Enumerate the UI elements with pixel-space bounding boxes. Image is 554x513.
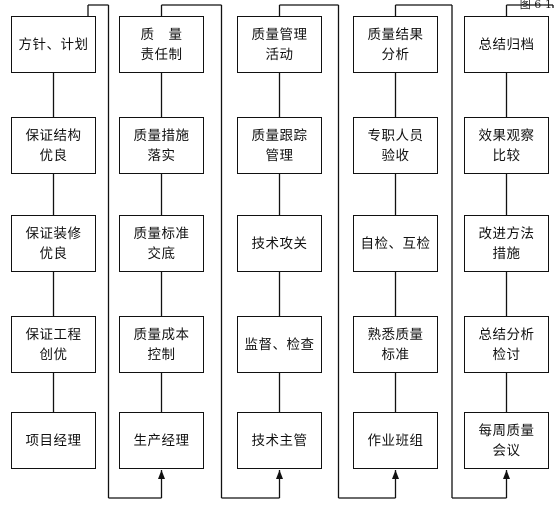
- flow-step-box: 改进方法 措施: [464, 215, 549, 272]
- flow-step-label: 质量标准 交底: [133, 225, 190, 262]
- flow-step-box: 项目经理: [11, 412, 96, 469]
- flow-step-label: 质量结果 分析: [367, 26, 424, 63]
- flow-step-label: 效果观察 比较: [478, 127, 535, 164]
- flow-step-box: 生产经理: [119, 412, 204, 469]
- flow-step-box: 监督、检查: [237, 316, 322, 373]
- flow-step-label: 监督、检查: [244, 336, 315, 353]
- flow-step-label: 自检、互检: [360, 235, 431, 252]
- arrowhead: [276, 470, 283, 479]
- flow-step-box: 质量标准 交底: [119, 215, 204, 272]
- flow-step-label: 作业班组: [367, 432, 424, 449]
- flow-step-box: 技术主管: [237, 412, 322, 469]
- flow-step-label: 质 量 责任制: [140, 26, 183, 63]
- flow-step-label: 方针、计划: [18, 36, 89, 53]
- flow-step-label: 技术主管: [251, 432, 308, 449]
- flow-step-box: 质量成本 控制: [119, 316, 204, 373]
- flow-step-label: 专职人员 验收: [367, 127, 424, 164]
- arrowhead: [503, 470, 510, 479]
- flow-step-label: 总结分析 检讨: [478, 326, 535, 363]
- flow-step-box: 总结分析 检讨: [464, 316, 549, 373]
- flow-step-box: 自检、互检: [353, 215, 438, 272]
- flow-step-label: 质量成本 控制: [133, 326, 190, 363]
- flow-step-box: 效果观察 比较: [464, 117, 549, 174]
- flow-step-label: 保证结构 优良: [25, 127, 82, 164]
- flow-step-box: 作业班组: [353, 412, 438, 469]
- flow-step-box: 质量跟踪 管理: [237, 117, 322, 174]
- flow-step-label: 保证装修 优良: [25, 225, 82, 262]
- flow-step-label: 每周质量 会议: [478, 422, 535, 459]
- flow-step-label: 保证工程 创优: [25, 326, 82, 363]
- flow-step-box: 保证结构 优良: [11, 117, 96, 174]
- flow-step-label: 总结归档: [478, 36, 535, 53]
- flow-step-label: 质量管理 活动: [251, 26, 308, 63]
- flow-step-box: 总结归档: [464, 16, 549, 73]
- flow-step-label: 质量跟踪 管理: [251, 127, 308, 164]
- flow-step-box: 每周质量 会议: [464, 412, 549, 469]
- arrowhead: [392, 470, 399, 479]
- flow-step-label: 生产经理: [133, 432, 190, 449]
- figure-label: 图 6-1: [519, 0, 552, 11]
- flow-step-box: 保证装修 优良: [11, 215, 96, 272]
- flow-step-box: 方针、计划: [11, 16, 96, 73]
- flow-step-box: 熟悉质量 标准: [353, 316, 438, 373]
- flow-step-label: 熟悉质量 标准: [367, 326, 424, 363]
- flow-step-label: 项目经理: [25, 432, 82, 449]
- flow-step-box: 专职人员 验收: [353, 117, 438, 174]
- flow-step-label: 质量措施 落实: [133, 127, 190, 164]
- flow-step-box: 质量措施 落实: [119, 117, 204, 174]
- arrowhead: [158, 470, 165, 479]
- flow-step-box: 质 量 责任制: [119, 16, 204, 73]
- flow-step-box: 保证工程 创优: [11, 316, 96, 373]
- flow-step-box: 技术攻关: [237, 215, 322, 272]
- flow-step-box: 质量结果 分析: [353, 16, 438, 73]
- flow-step-label: 技术攻关: [251, 235, 308, 252]
- flow-step-label: 改进方法 措施: [478, 225, 535, 262]
- flow-step-box: 质量管理 活动: [237, 16, 322, 73]
